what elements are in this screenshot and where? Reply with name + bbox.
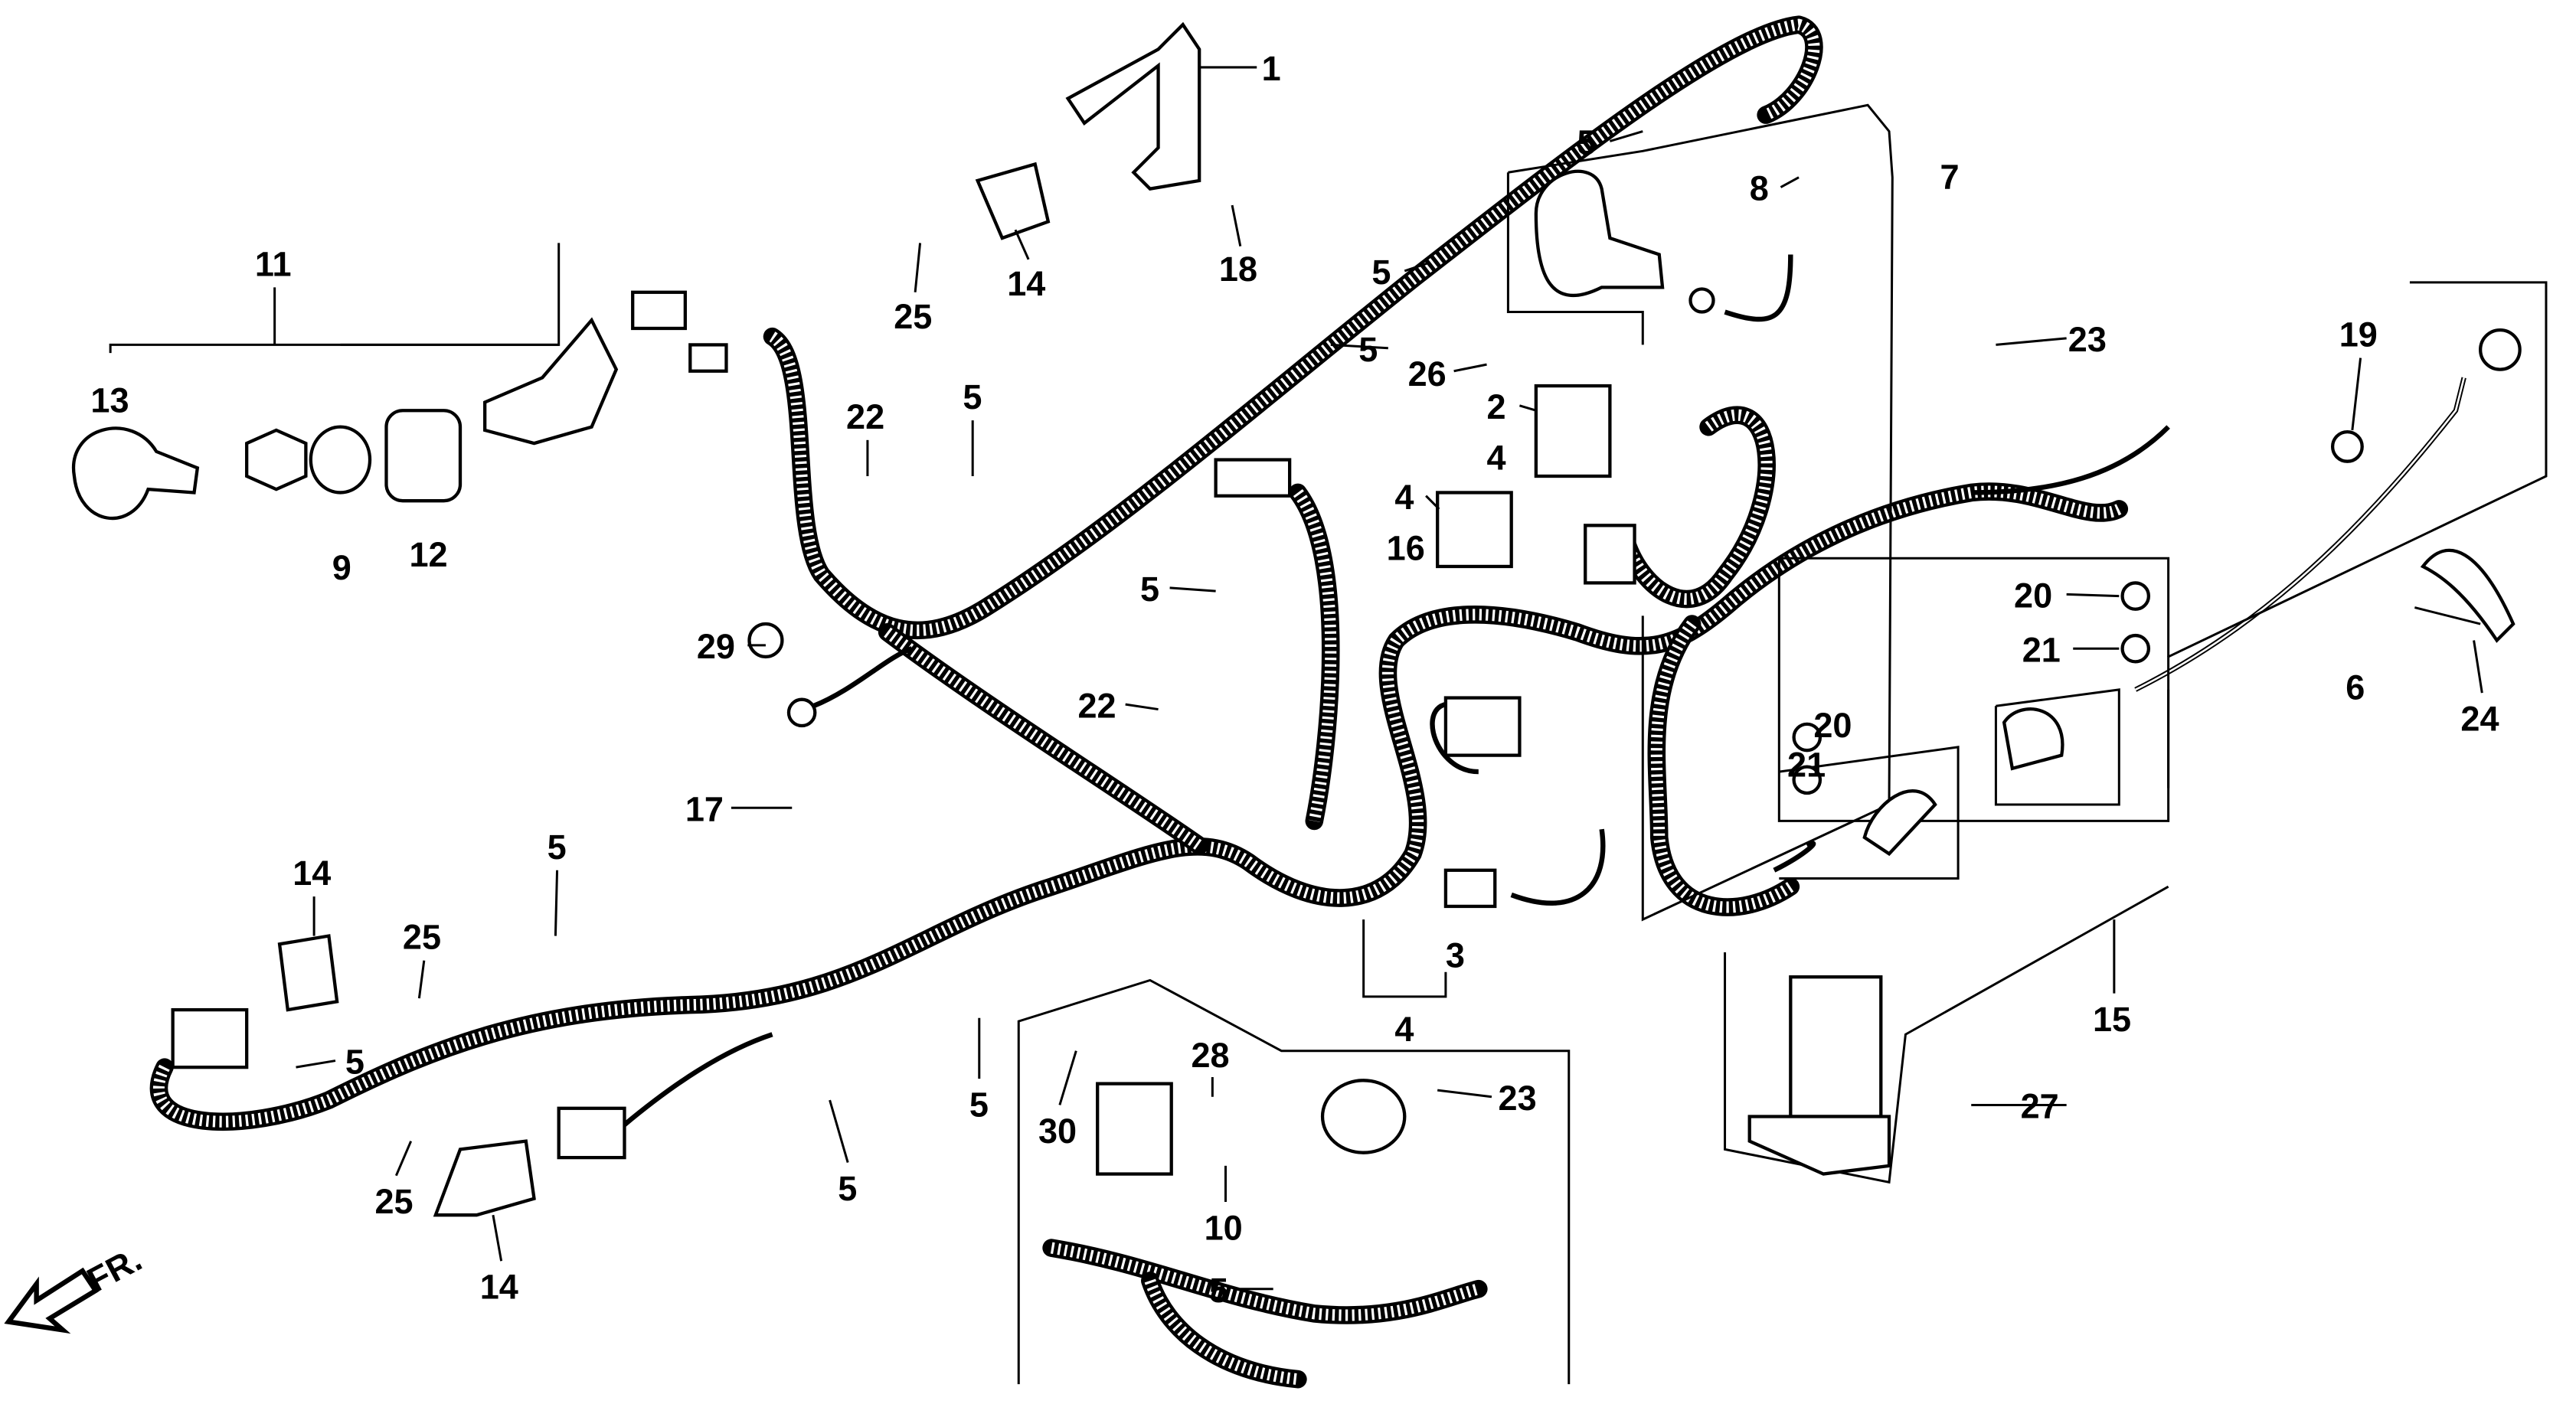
relay-part [1436, 491, 1513, 569]
wire-harness [149, 15, 2466, 1389]
connector-part [171, 1007, 249, 1069]
nut-part [2120, 581, 2151, 611]
callout-23: 23 [1499, 1079, 1537, 1118]
callout-labels: 1 5 7 8 14 18 25 5 11 13 9 12 22 5 5 26 … [90, 49, 2499, 1310]
band-part [2420, 548, 2516, 643]
callout-5: 5 [548, 828, 567, 867]
callout-11: 11 [255, 244, 292, 283]
callout-17: 17 [685, 789, 724, 828]
callout-10: 10 [1205, 1208, 1243, 1247]
key-part [71, 426, 200, 521]
arrow-down-left-icon [4, 1267, 100, 1334]
callout-29: 29 [697, 627, 735, 666]
nut-part [1792, 722, 1822, 753]
connector-part [1443, 868, 1497, 909]
callout-19: 19 [2339, 315, 2378, 354]
switch-part [433, 1139, 536, 1217]
callout-14: 14 [480, 1268, 518, 1307]
callout-25: 25 [403, 918, 441, 957]
callout-22: 22 [1077, 686, 1116, 725]
nut-part [245, 428, 308, 491]
callout-3: 3 [1446, 935, 1465, 975]
callout-9: 9 [332, 548, 351, 587]
nut-part [747, 622, 784, 659]
callout-8: 8 [1750, 169, 1769, 208]
callout-26: 26 [1408, 354, 1447, 393]
callout-14: 14 [1007, 264, 1045, 303]
connector-part [1584, 524, 1636, 585]
callout-21: 21 [2022, 630, 2061, 669]
callout-5: 5 [1209, 1271, 1228, 1310]
callout-20: 20 [1813, 706, 1852, 745]
cap-part [1862, 789, 1937, 857]
callout-22: 22 [846, 397, 884, 436]
bulb-part [2479, 328, 2522, 371]
callout-21: 21 [1787, 746, 1826, 785]
callout-5: 5 [1371, 253, 1391, 292]
nut-part [2330, 429, 2364, 463]
terminal-part [1688, 287, 1715, 314]
connector-part [631, 290, 687, 331]
callout-4: 4 [1487, 438, 1506, 477]
connector-part [1214, 458, 1292, 498]
callout-13: 13 [90, 380, 129, 420]
group-brackets [109, 103, 2548, 1385]
ignition-switch-part [483, 317, 619, 446]
callout-24: 24 [2460, 699, 2499, 738]
parts [71, 21, 2522, 1217]
cap-part [2002, 707, 2064, 771]
callout-5: 5 [963, 377, 982, 416]
nut-part [1792, 765, 1822, 795]
switch-part [975, 162, 1051, 240]
connector-part [557, 1106, 626, 1160]
connector-part [688, 343, 728, 373]
switch-part [277, 934, 339, 1012]
callout-1: 1 [1262, 49, 1281, 88]
callout-5: 5 [838, 1169, 857, 1208]
callout-6: 6 [2346, 668, 2365, 707]
callout-27: 27 [2021, 1087, 2059, 1126]
callout-5: 5 [345, 1043, 364, 1082]
callout-4: 4 [1394, 1010, 1414, 1049]
front-direction-indicator: FR. [4, 1239, 148, 1334]
callout-28: 28 [1191, 1036, 1229, 1075]
starter-cap-part [1534, 169, 1665, 298]
callout-4: 4 [1394, 478, 1414, 517]
solenoid-base-part [1747, 1115, 1891, 1176]
callout-2: 2 [1487, 387, 1506, 426]
solenoid-part [1789, 975, 1883, 1118]
bushing-part [384, 409, 463, 503]
callout-14: 14 [293, 854, 331, 893]
washer-part [309, 425, 372, 495]
callout-5: 5 [1358, 330, 1378, 369]
callout-25: 25 [894, 297, 932, 336]
bracket-part [1065, 21, 1201, 191]
callout-12: 12 [410, 535, 448, 574]
callout-15: 15 [2093, 1000, 2131, 1039]
leader-lines [296, 66, 2483, 1291]
callout-18: 18 [1219, 250, 1257, 289]
callout-30: 30 [1038, 1112, 1077, 1151]
callout-25: 25 [374, 1182, 413, 1221]
callout-5: 5 [1140, 570, 1159, 609]
callout-23: 23 [2068, 320, 2107, 359]
callout-20: 20 [2014, 576, 2052, 615]
nut-part [2120, 633, 2151, 664]
connector-part [1443, 696, 1522, 757]
callout-16: 16 [1387, 528, 1425, 567]
heat-sink-part [1534, 384, 1612, 478]
terminal-part [786, 697, 817, 728]
callout-5: 5 [969, 1085, 989, 1124]
band-part [1320, 1079, 1407, 1154]
condenser-part [1096, 1082, 1173, 1176]
callout-5: 5 [1577, 123, 1596, 162]
callout-7: 7 [1940, 158, 1960, 197]
